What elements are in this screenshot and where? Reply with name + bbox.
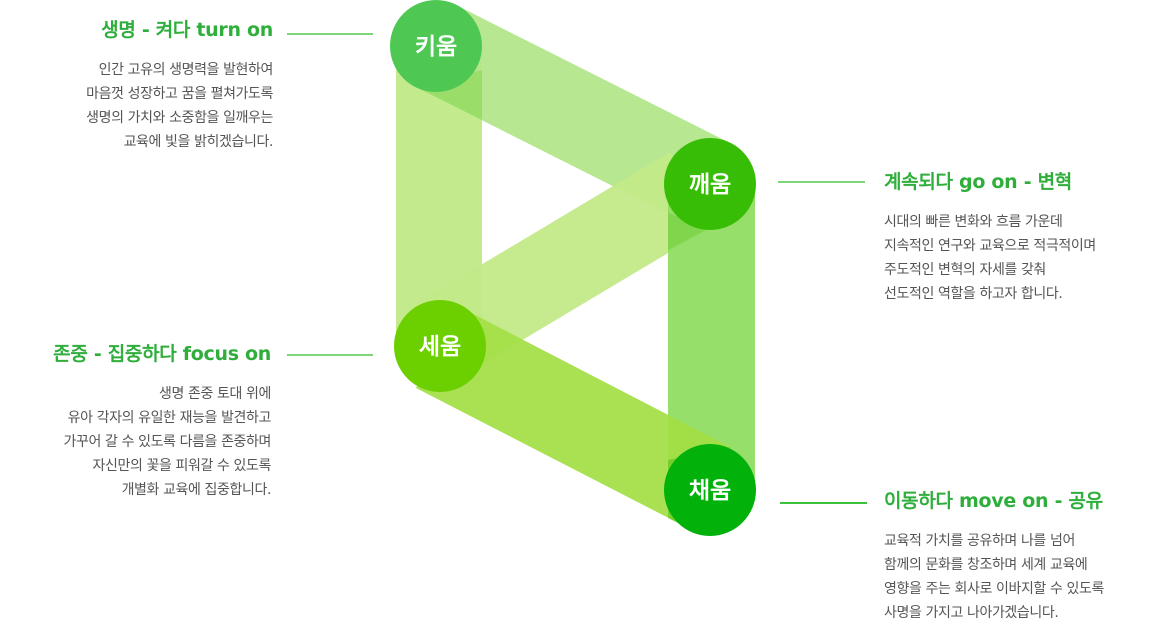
block-life-description: 인간 고유의 생명력을 발현하여 마음껏 성장하고 꿈을 펼쳐가도록 생명의 가… bbox=[86, 58, 273, 154]
desc-line: 교육적 가치를 공유하며 나를 넘어 bbox=[884, 533, 1075, 549]
desc-line: 생명 존중 토대 위에 bbox=[159, 386, 271, 402]
block-respect-description: 생명 존중 토대 위에 유아 각자의 유일한 재능을 발견하고 가꾸어 갈 수 … bbox=[53, 382, 272, 502]
node-kkaeum: 깨움 bbox=[664, 138, 756, 230]
overlap-kkaeum-vertical bbox=[668, 213, 710, 250]
node-chaeum-circle bbox=[664, 444, 756, 536]
node-kium-label: 키움 bbox=[415, 34, 457, 60]
block-change-title: 계속되다 go on - 변혁 bbox=[884, 171, 1072, 193]
band-bottom-diagonal bbox=[416, 305, 730, 529]
block-change: 계속되다 go on - 변혁 시대의 빠른 변화와 흐름 가운데 지속적인 연… bbox=[884, 170, 1096, 306]
desc-line: 생명의 가치와 소중함을 일깨우는 bbox=[86, 110, 273, 126]
band-left-vertical bbox=[396, 46, 482, 346]
block-respect-title: 존중 - 집중하다 focus on bbox=[53, 343, 271, 365]
desc-line: 가꾸어 갈 수 있도록 다름을 존중하며 bbox=[63, 434, 272, 450]
block-share-description: 교육적 가치를 공유하며 나를 넘어 함께의 문화를 창조하며 세계 교육에 영… bbox=[884, 529, 1104, 625]
node-seum-circle bbox=[394, 300, 486, 392]
block-change-description: 시대의 빠른 변화와 흐름 가운데 지속적인 연구와 교육으로 적극적이며 주도… bbox=[884, 210, 1096, 306]
desc-line: 사명을 가지고 나아가겠습니다. bbox=[884, 605, 1059, 621]
node-kium-circle bbox=[390, 0, 482, 92]
block-share: 이동하다 move on - 공유 교육적 가치를 공유하며 나를 넘어 함께의… bbox=[884, 489, 1104, 625]
desc-line: 주도적인 변혁의 자세를 갖춰 bbox=[884, 262, 1046, 278]
desc-line: 선도적인 역할을 하고자 합니다. bbox=[884, 286, 1063, 302]
node-seum-label: 세움 bbox=[419, 334, 461, 360]
node-seum: 세움 bbox=[394, 300, 486, 392]
band-right-vertical bbox=[668, 184, 755, 490]
desc-line: 교육에 빛을 밝히겠습니다. bbox=[123, 134, 274, 150]
block-life-title: 생명 - 켜다 turn on bbox=[101, 19, 273, 41]
block-respect: 존중 - 집중하다 focus on 생명 존중 토대 위에 유아 각자의 유일… bbox=[53, 342, 271, 502]
node-kium: 키움 bbox=[390, 0, 482, 92]
node-chaeum-label: 채움 bbox=[689, 478, 731, 504]
desc-line: 유아 각자의 유일한 재능을 발견하고 bbox=[67, 410, 272, 426]
node-kkaeum-label: 깨움 bbox=[689, 172, 731, 198]
desc-line: 시대의 빠른 변화와 흐름 가운데 bbox=[884, 214, 1063, 230]
desc-line: 영향을 주는 회사로 이바지할 수 있도록 bbox=[884, 581, 1104, 597]
node-chaeum: 채움 bbox=[664, 444, 756, 536]
desc-line: 지속적인 연구와 교육으로 적극적이며 bbox=[884, 238, 1096, 254]
desc-line: 자신만의 꽃을 피워갈 수 있도록 bbox=[92, 458, 272, 474]
overlap-kium-vertical bbox=[416, 70, 482, 120]
desc-line: 개별화 교육에 집중합니다. bbox=[121, 482, 272, 498]
desc-line: 마음껏 성장하고 꿈을 펼쳐가도록 bbox=[86, 86, 273, 102]
node-kkaeum-circle bbox=[664, 138, 756, 230]
desc-line: 함께의 문화를 창조하며 세계 교육에 bbox=[884, 557, 1088, 573]
desc-line: 인간 고유의 생명력을 발현하여 bbox=[98, 62, 274, 78]
block-share-title: 이동하다 move on - 공유 bbox=[884, 490, 1103, 512]
block-life: 생명 - 켜다 turn on 인간 고유의 생명력을 발현하여 마음껏 성장하… bbox=[86, 18, 273, 154]
